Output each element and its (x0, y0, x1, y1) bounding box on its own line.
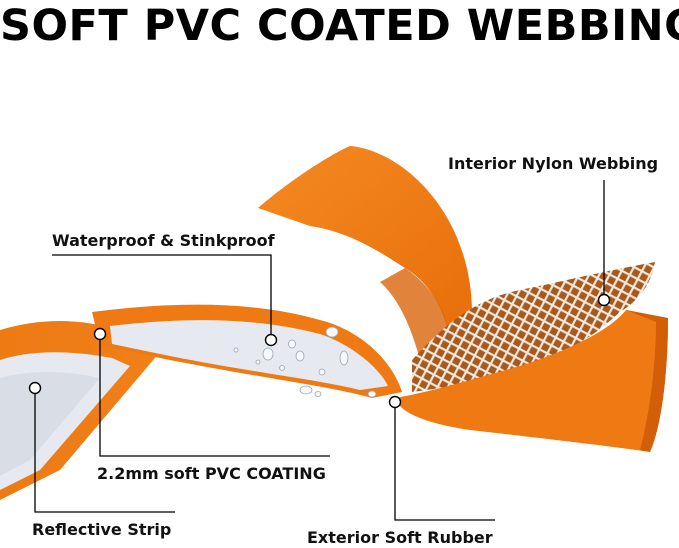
webbing-curled-flap (258, 146, 472, 330)
callout-line-rubber (394, 402, 495, 521)
label-interior-nylon-webbing: Interior Nylon Webbing (448, 154, 659, 173)
reflective-strip-main (110, 320, 388, 390)
callout-line-coating (99, 334, 330, 457)
water-droplets (233, 326, 377, 398)
label-reflective-strip: Reflective Strip (32, 520, 172, 539)
point-waterproof (264, 333, 278, 347)
callout-line-waterproof (52, 254, 272, 340)
exterior-rubber-edge (626, 310, 668, 452)
point-reflective (28, 381, 42, 395)
point-coating (93, 327, 107, 341)
label-exterior-soft-rubber: Exterior Soft Rubber (307, 528, 493, 547)
point-nylon (597, 293, 611, 307)
label-pvc-coating: 2.2mm soft PVC COATING (97, 464, 326, 483)
label-waterproof-stinkproof: Waterproof & Stinkproof (52, 231, 275, 250)
flap-shadow (380, 268, 448, 360)
callout-lines (34, 180, 605, 521)
exterior-rubber-plate (395, 310, 668, 452)
callout-line-reflective (34, 388, 175, 513)
reflective-strip-left-inner (0, 372, 100, 476)
interior-nylon-mesh (412, 262, 655, 392)
callout-points (28, 293, 611, 409)
point-rubber (388, 395, 402, 409)
page-title: SOFT PVC COATED WEBBING (0, 1, 679, 51)
